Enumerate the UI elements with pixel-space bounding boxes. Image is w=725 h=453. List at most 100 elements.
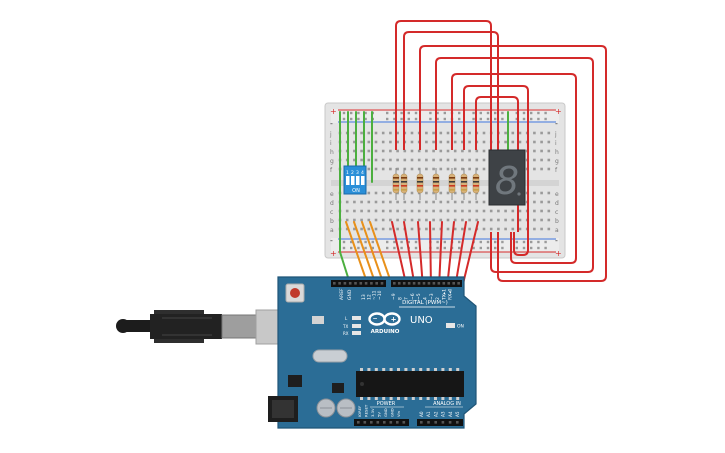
red-wire <box>451 73 577 264</box>
analog-pin-label: A4 <box>448 411 453 417</box>
led-l <box>352 316 361 320</box>
digital-header-left[interactable] <box>331 280 386 287</box>
dip-toggle <box>356 176 360 185</box>
fuse <box>312 316 324 324</box>
usb-cable-icon[interactable] <box>116 309 290 345</box>
atmega-chip <box>356 371 464 397</box>
power-header[interactable] <box>354 419 409 426</box>
dip-switch[interactable]: 1 2 3 4 ON <box>343 165 367 195</box>
resistor[interactable] <box>448 173 456 194</box>
resistor[interactable] <box>416 173 424 194</box>
digital-pin-label: TX▸1 <box>441 289 447 301</box>
rail-minus-sign: - <box>555 119 558 128</box>
resistor-band <box>433 185 439 187</box>
digital-pin-label: ~11 <box>372 290 378 300</box>
rail-minus-sign: - <box>330 119 333 128</box>
breadboard-center-channel <box>331 180 559 186</box>
digital-pin-label: 4 <box>423 297 429 300</box>
resistor-band <box>449 185 455 187</box>
resistor-array[interactable] <box>392 168 480 200</box>
red-wire <box>395 20 492 150</box>
green-jumper-wires[interactable] <box>339 111 509 291</box>
dip-number: 3 <box>356 170 359 176</box>
power-pin-label: RESET <box>364 404 369 417</box>
bottom-header-holes <box>357 421 459 424</box>
digital-pin-label: 13 <box>361 294 367 300</box>
arduino-logo-text: ARDUINO <box>371 329 400 335</box>
rx-label: RX <box>343 331 349 336</box>
digital-header-right[interactable] <box>391 280 462 287</box>
resistor-band <box>401 189 407 191</box>
digital-pin-label: 12 <box>366 294 372 300</box>
breadboard[interactable]: + - + - - + - + j i h g f e d c b a j i … <box>324 102 566 259</box>
svg-text:e: e <box>555 191 559 198</box>
digital-header-holes <box>333 282 460 285</box>
l-label: L <box>345 316 348 321</box>
resistor[interactable] <box>432 173 440 194</box>
dip-number: 4 <box>361 170 364 176</box>
resistor-band <box>417 181 423 183</box>
dip-on-label: ON <box>352 188 360 194</box>
rail-plus-sign: + <box>555 249 562 258</box>
rail-plus-sign: + <box>555 107 562 116</box>
svg-text:j: j <box>554 131 557 138</box>
resistor-band <box>393 189 399 191</box>
svg-text:a: a <box>555 227 559 234</box>
resistor-band <box>393 185 399 187</box>
dip-number: 2 <box>351 170 354 176</box>
rail-plus-sign: + <box>330 249 337 258</box>
small-chip <box>332 383 344 393</box>
svg-text:h: h <box>330 149 334 156</box>
power-pin-label: 3.3V <box>370 408 375 417</box>
red-loop-wires[interactable] <box>395 20 607 282</box>
svg-text:f: f <box>330 167 333 174</box>
resistor-band <box>449 181 455 183</box>
analog-pin-label: A3 <box>441 411 446 417</box>
resistor[interactable] <box>472 173 480 194</box>
analog-header[interactable] <box>417 419 463 426</box>
on-label: ON <box>457 324 464 330</box>
resistor-band <box>461 177 467 179</box>
logo-plus: + <box>391 316 397 324</box>
decimal-point <box>517 192 521 196</box>
digital-pin-label: ~5 <box>416 293 422 300</box>
red-wire <box>461 221 479 289</box>
analog-pin-label: A2 <box>433 411 438 417</box>
red-wire <box>403 31 499 150</box>
dip-toggle <box>351 176 355 185</box>
resistor-band <box>393 181 399 183</box>
power-pin-label: GND <box>390 408 395 417</box>
svg-text:i: i <box>330 140 332 147</box>
red-wire <box>435 57 594 273</box>
uno-model-label: UNO <box>410 315 433 326</box>
resistor[interactable] <box>460 173 468 194</box>
digital-pin-label: 2 <box>435 297 441 300</box>
seven-segment-display[interactable]: 8 <box>488 149 526 206</box>
svg-text:i: i <box>555 140 557 147</box>
resistor-band <box>417 177 423 179</box>
resistor[interactable] <box>392 173 400 194</box>
logo-minus: − <box>372 316 377 323</box>
resistor-band <box>449 177 455 179</box>
segment-digit: 8 <box>495 159 519 203</box>
digital-pin-label: ~9 <box>391 293 397 300</box>
resistor[interactable] <box>400 173 408 194</box>
digital-pin-label: 8 <box>397 297 403 300</box>
power-pin-label: GND <box>383 408 388 417</box>
resistor-band <box>473 181 479 183</box>
red-wire <box>463 85 529 256</box>
svg-text:g: g <box>330 158 334 165</box>
reset-button-cap[interactable] <box>290 288 300 298</box>
svg-text:h: h <box>555 149 559 156</box>
tx-label: TX <box>342 324 348 329</box>
resistor-band <box>461 189 467 191</box>
rail-minus-sign: - <box>555 236 558 245</box>
power-pin-label: Vin <box>396 410 401 417</box>
resistor-band <box>401 177 407 179</box>
resistor-band <box>417 185 423 187</box>
